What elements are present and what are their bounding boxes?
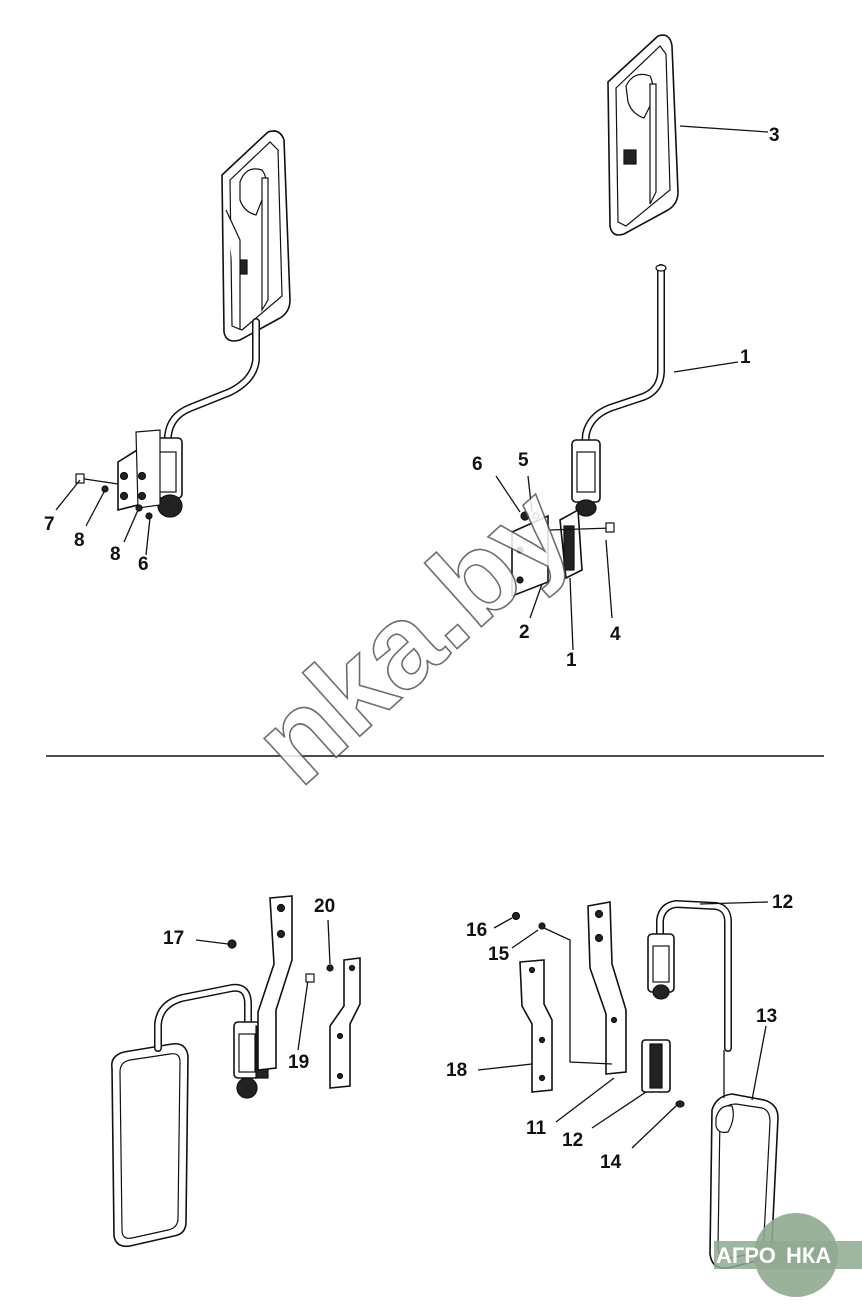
logo-text-right: НКА [786,1243,831,1268]
plate-bottom-left [329,957,361,1089]
hinge-top-right [571,439,601,517]
callout-2: 2 [519,622,530,643]
bracket-bottom-left [227,895,293,1071]
mirror-head-top-right [607,34,679,236]
callout-16: 16 [466,920,487,941]
callout-6: 6 [138,554,149,575]
callout-5: 5 [518,450,529,471]
top-left-mirror-assembly: 7 8 8 6 [44,130,291,575]
callout-12: 12 [772,892,793,913]
top-right-mirror-assembly: 3 1 6 5 2 1 [472,34,780,671]
bracket-top-right [511,508,615,598]
callout-4: 4 [610,624,621,645]
callout-3: 3 [769,125,780,146]
mirror-head-top-left [221,130,291,342]
callout-13: 13 [756,1006,777,1027]
hinge-plate-bottom-right [641,1039,685,1108]
callout-1: 1 [566,650,577,671]
callout-6: 6 [472,454,483,475]
callout-20: 20 [314,896,335,917]
callout-18: 18 [446,1060,467,1081]
callout-17: 17 [163,928,184,949]
hinge-bracket-top-left [75,429,183,520]
plate-bottom-right [519,959,553,1093]
callout-19: 19 [288,1052,309,1073]
callout-12: 12 [562,1130,583,1151]
mirror-head-bottom-right [709,1093,779,1270]
callout-14: 14 [600,1152,622,1173]
callout-11: 11 [526,1118,547,1139]
watermark: nka.by [229,461,595,809]
callout-7: 7 [44,514,55,535]
mirror-rectangular-bottom-left [110,1042,189,1248]
callout-8: 8 [74,530,85,551]
bottom-right-mirror-assembly: 12 13 [446,892,793,1270]
brand-logo: АГРО НКА [714,1213,862,1297]
bottom-left-mirror-assembly: 17 20 19 [110,895,361,1248]
logo-text-left: АГРО [716,1243,776,1268]
bracket-bottom-right [587,901,627,1075]
callout-15: 15 [488,944,510,965]
hinge-bottom-right [647,933,675,1000]
callout-8: 8 [110,544,121,565]
callout-1: 1 [740,347,751,368]
